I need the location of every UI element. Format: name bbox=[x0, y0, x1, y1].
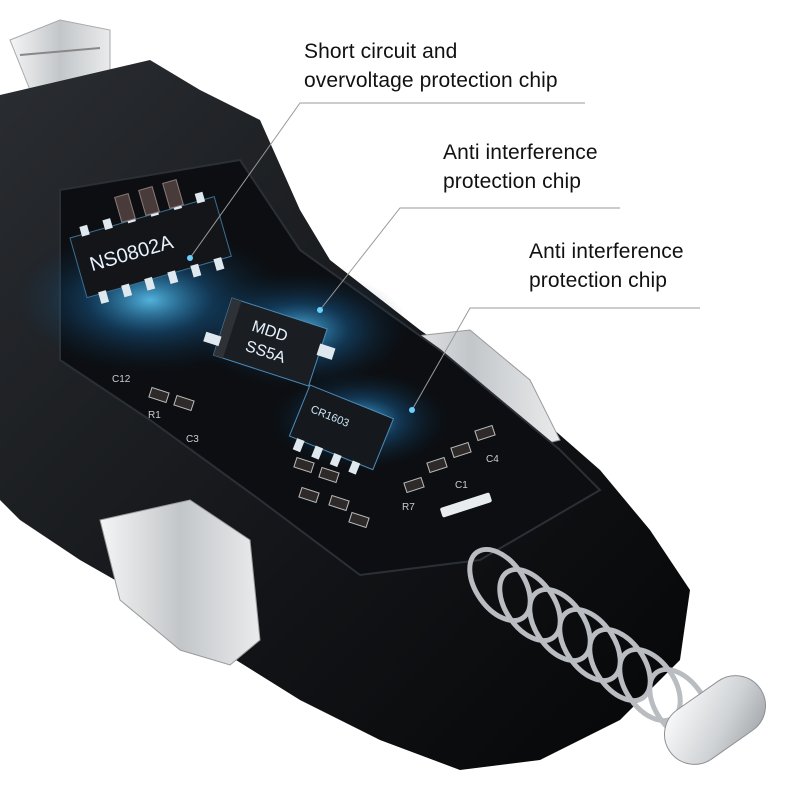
smd-components bbox=[148, 386, 496, 529]
led-indicator bbox=[440, 492, 492, 518]
leader-lines bbox=[189, 102, 700, 411]
callout-anti-interference-chip-1: Anti interference protection chip bbox=[443, 138, 598, 196]
contact-spring bbox=[467, 546, 713, 744]
callout-1-line-2: overvoltage protection chip bbox=[304, 69, 558, 92]
diode-chip: MDD SS5A bbox=[203, 297, 336, 387]
contact-tip bbox=[664, 675, 766, 765]
callout-2-line-2: protection chip bbox=[443, 170, 582, 193]
callout-3-line-1: Anti interference bbox=[529, 240, 684, 263]
callout-2-line-1: Anti interference bbox=[443, 141, 598, 164]
main-protection-chip: NS0802A bbox=[69, 191, 232, 304]
callout-3-line-2: protection chip bbox=[529, 269, 668, 292]
label-c3: C3 bbox=[186, 434, 199, 445]
label-c1: C1 bbox=[455, 480, 468, 491]
callout-1-line-1: Short circuit and bbox=[304, 40, 458, 63]
label-c12: C12 bbox=[112, 374, 131, 385]
leader-line-3 bbox=[411, 307, 700, 411]
leader-line-1 bbox=[189, 102, 585, 259]
label-r7: R7 bbox=[402, 502, 415, 513]
label-c4: C4 bbox=[486, 454, 499, 465]
leader-dots bbox=[187, 255, 415, 413]
main-chip-pins-bottom bbox=[98, 257, 225, 304]
board-silk-labels: C12 R7 C1 C4 C3 R1 bbox=[112, 374, 499, 513]
label-r1: R1 bbox=[148, 410, 161, 421]
small-protection-chip: CR1603 bbox=[288, 384, 395, 475]
usb-port-cap bbox=[9, 19, 111, 91]
leader-line-2 bbox=[319, 207, 620, 311]
resistor-array-top bbox=[114, 178, 184, 224]
callout-anti-interference-chip-2: Anti interference protection chip bbox=[529, 237, 684, 295]
side-clip-left bbox=[99, 499, 261, 666]
callout-short-circuit-chip: Short circuit and overvoltage protection… bbox=[304, 37, 558, 95]
